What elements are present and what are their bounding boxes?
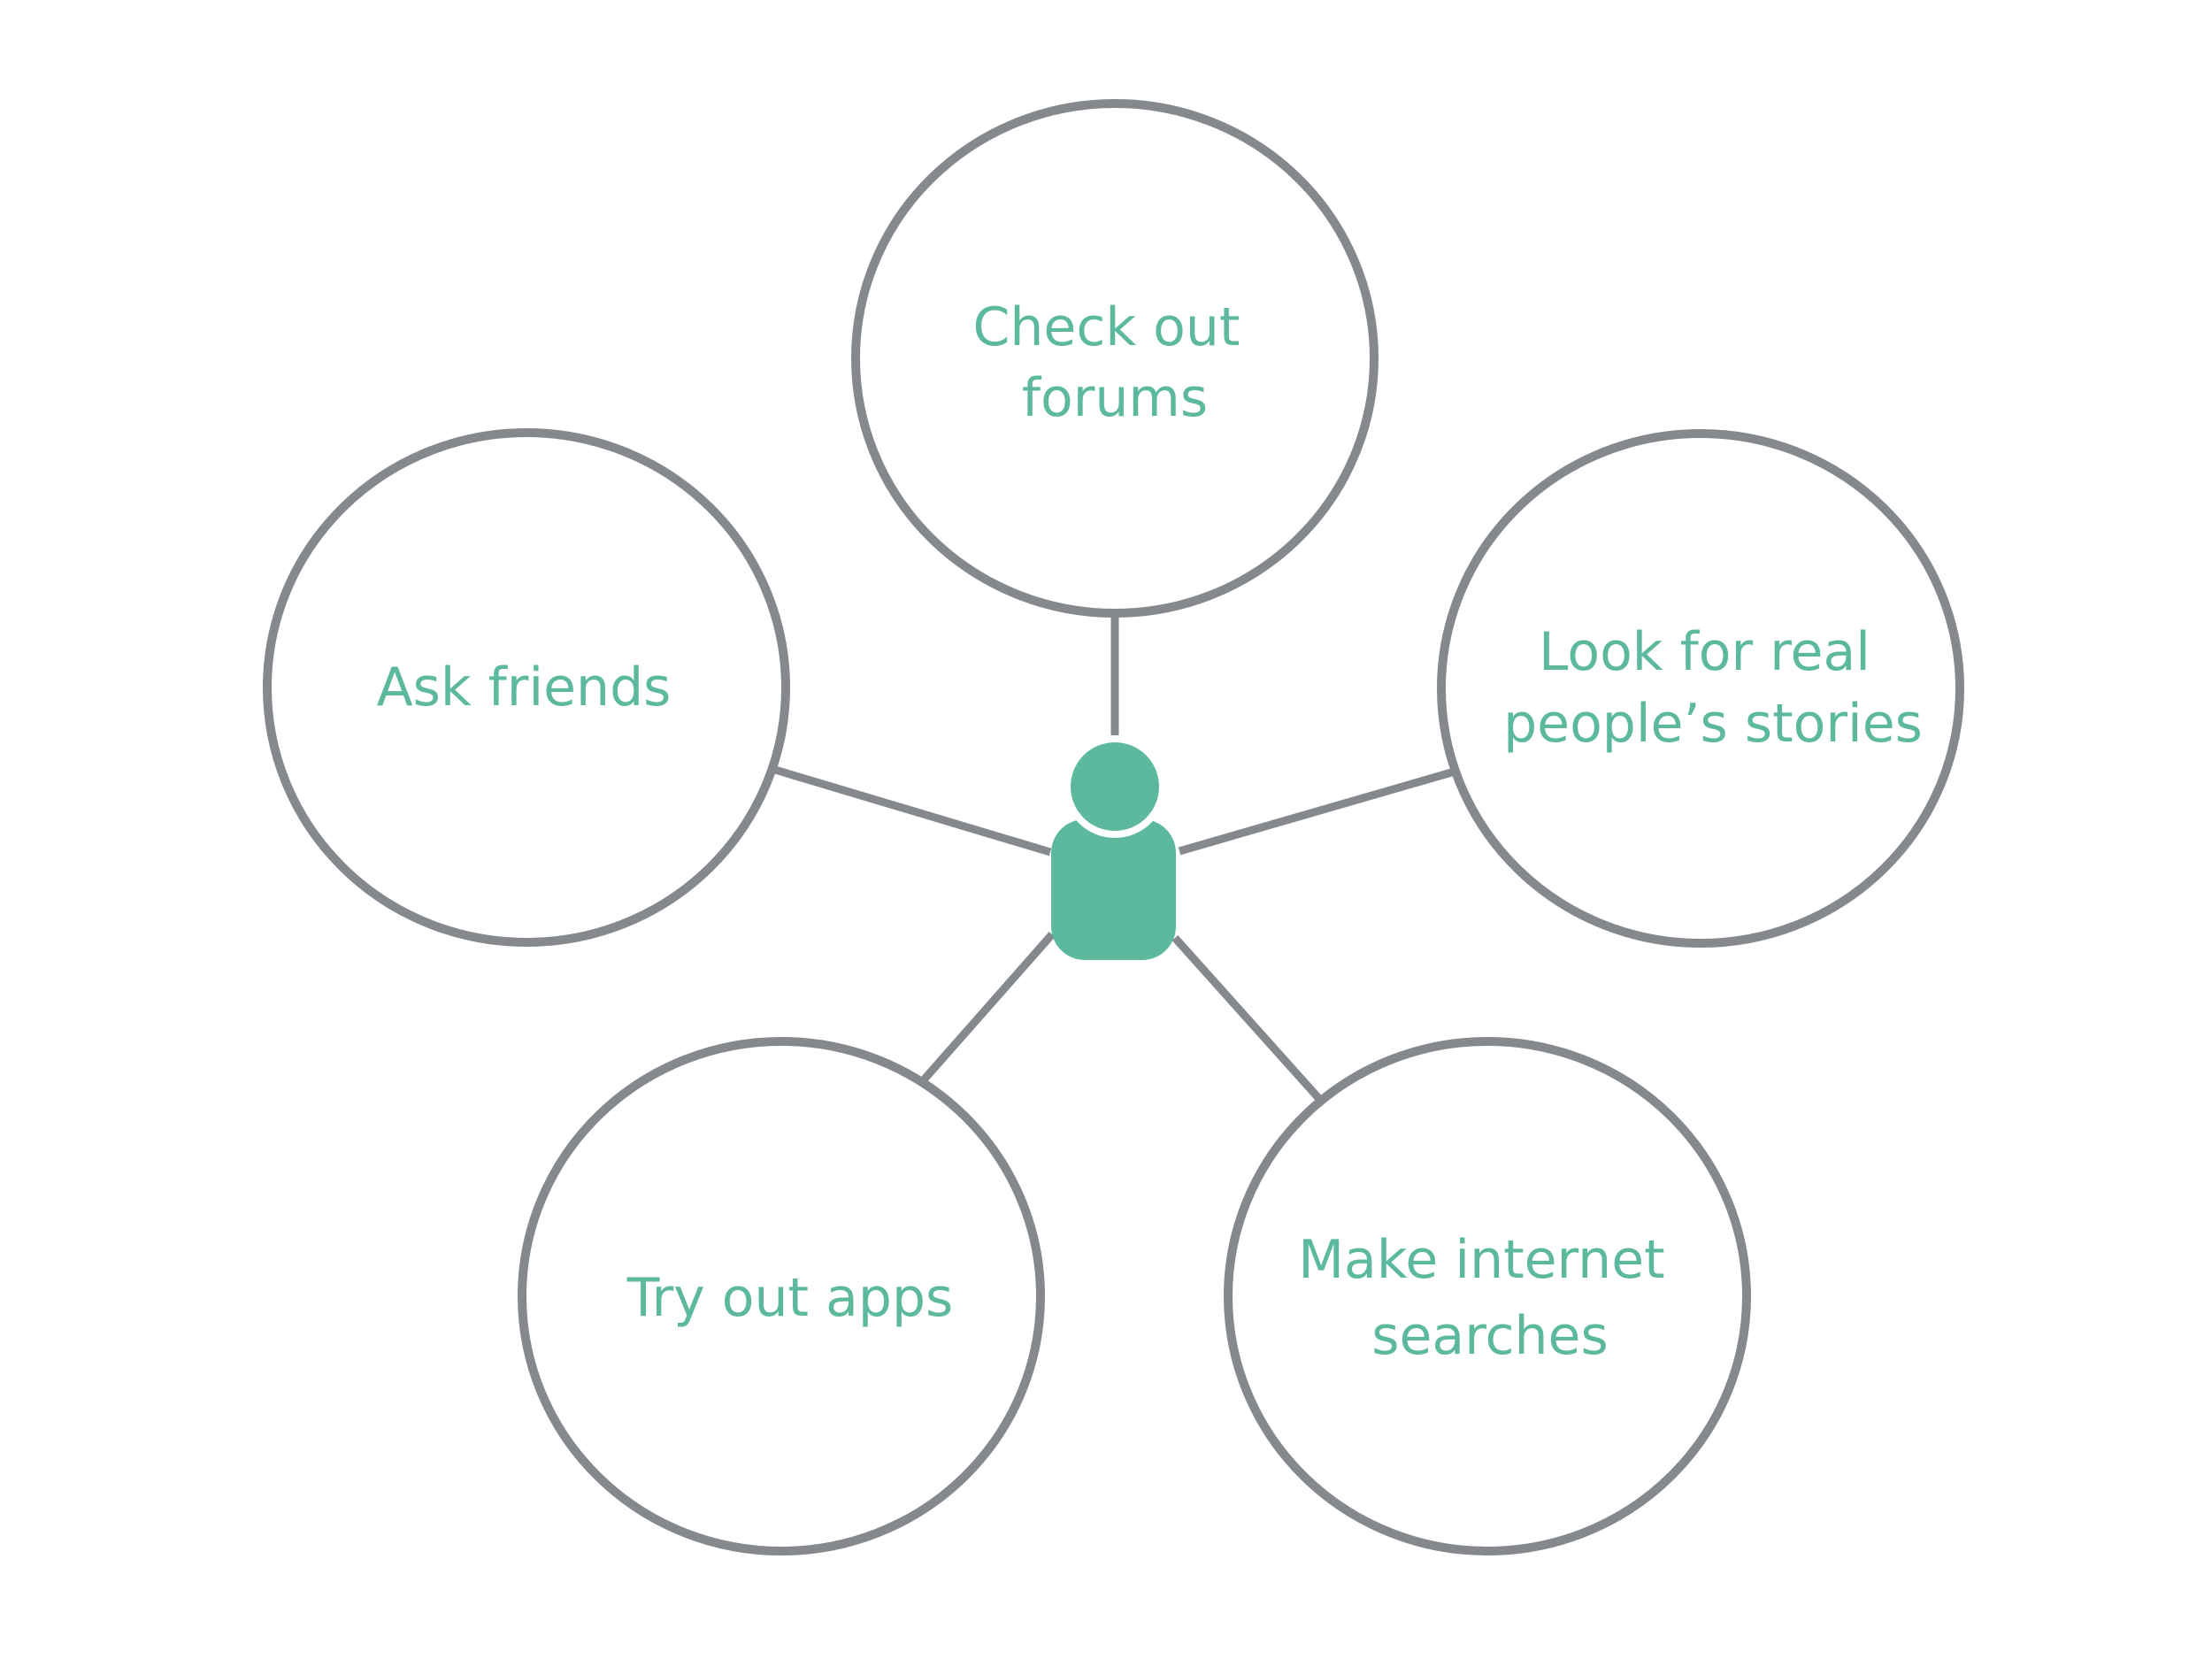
node-label-line: Make internet — [1298, 1229, 1664, 1291]
connector-apps — [917, 932, 1056, 1087]
person-head — [1071, 742, 1159, 831]
bubble-circle — [263, 428, 790, 947]
node-label-line: forums — [1022, 367, 1208, 429]
connectors — [773, 618, 1456, 1103]
node-try-out-apps: Try out apps — [518, 1037, 1045, 1555]
node-check-out-forums: Check out forums — [851, 99, 1379, 618]
person-body — [1051, 819, 1176, 960]
bubble-circle — [1224, 1037, 1751, 1555]
node-label: Try out apps — [626, 1267, 954, 1329]
node-label-line: searches — [1371, 1305, 1608, 1367]
node-label-line: Check out — [973, 296, 1240, 358]
node-make-internet-searches: Make internet searches — [1224, 1037, 1751, 1555]
connector-stories — [1178, 767, 1456, 856]
node-look-for-real-peoples-stories: Look for real people’s stories — [1437, 429, 1964, 948]
node-ask-friends: Ask friends — [263, 428, 790, 947]
person-icon — [1051, 735, 1176, 960]
node-label: Make internet searches — [1298, 1229, 1681, 1367]
node-label: Check out forums — [973, 296, 1257, 429]
bubble-circle — [1437, 429, 1964, 948]
bubble-circle — [851, 99, 1379, 618]
node-label-line: people’s stories — [1503, 693, 1923, 755]
node-label-line: Look for real — [1539, 621, 1870, 683]
connector-friends — [773, 765, 1052, 856]
connector-searches — [1171, 934, 1324, 1103]
node-label-line: Ask friends — [377, 657, 672, 718]
bubble-circle — [518, 1037, 1045, 1555]
node-label: Ask friends — [377, 657, 672, 718]
node-label-line: Try out apps — [626, 1267, 954, 1329]
node-label: Look for real people’s stories — [1503, 621, 1923, 755]
